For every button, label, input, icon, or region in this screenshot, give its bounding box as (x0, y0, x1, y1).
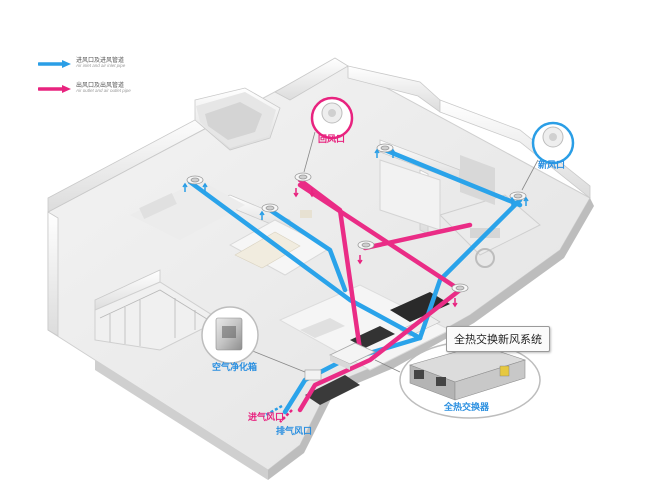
return-air-label: 回风口 (318, 134, 346, 144)
legend-outlet-label: 出风口及出风管道 (76, 83, 125, 89)
ceiling-unit (329, 342, 376, 370)
outlet-pipes (297, 177, 473, 413)
blue-arrow-icon (38, 60, 71, 68)
fresh-air-vent-callout (521, 121, 575, 191)
magenta-arrow-icon (38, 85, 71, 93)
legend-outlet-sublabel: Air outlet and air outlet pipe (76, 88, 131, 94)
legend-inlet: 进风口及进风管道 Air inlet and air inlet pipe (38, 58, 125, 69)
air-purifier-callout (201, 306, 306, 373)
heat-exchanger-label: 全热交换器 (444, 402, 490, 412)
room-bedroom-left (130, 180, 245, 240)
vent-fixtures (186, 143, 527, 293)
fresh-air-label: 新风口 (538, 160, 566, 170)
air-purifier-label: 空气净化箱 (212, 362, 258, 372)
exhaust-vent-label: 排气风口 (276, 426, 313, 436)
airflow-arrows (182, 148, 529, 308)
room-balcony (94, 281, 222, 351)
legend-inlet-label: 进风口及进风管道 (76, 58, 125, 64)
inlet-pipes (187, 147, 523, 415)
floor-edge (95, 360, 268, 480)
system-name-label: 全热交换新风系统 (446, 326, 550, 352)
heat-exchanger-callout (374, 341, 541, 419)
wall-vents (263, 369, 322, 423)
room-bathroom (196, 92, 276, 148)
legend-inlet-sublabel: Air inlet and air inlet pipe (76, 63, 126, 69)
intake-vent-label: 进气风口 (248, 412, 285, 422)
legend-outlet: 出风口及出风管道 Air outlet and air outlet pipe (38, 83, 131, 94)
room-living (278, 284, 452, 405)
return-air-vent-callout (303, 96, 354, 173)
